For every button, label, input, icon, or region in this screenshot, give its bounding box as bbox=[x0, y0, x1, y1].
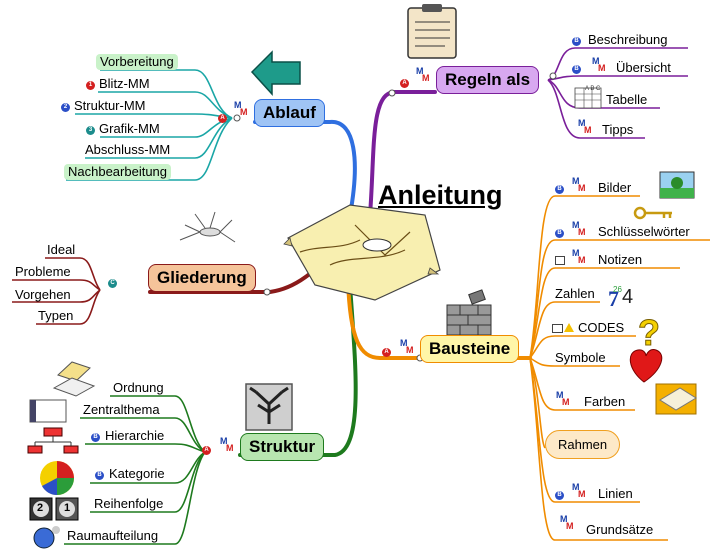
struktur-item[interactable]: Raumaufteilung bbox=[67, 528, 159, 543]
priority-badge: A bbox=[400, 79, 409, 88]
numbers-icon: 7 4 26 bbox=[608, 285, 633, 311]
center-title[interactable]: Anleitung bbox=[378, 180, 503, 210]
node-regeln[interactable]: Regeln als bbox=[436, 66, 540, 94]
struktur-item[interactable]: Reihenfolge bbox=[94, 496, 164, 511]
bausteine-item[interactable]: Notizen bbox=[598, 252, 643, 267]
number-badge: 2 bbox=[61, 103, 70, 112]
priority-badge: C bbox=[108, 279, 117, 288]
bausteine-item[interactable]: CODES bbox=[578, 320, 625, 335]
struktur-item-lines bbox=[64, 395, 206, 545]
regeln-item[interactable]: Beschreibung bbox=[588, 32, 668, 47]
tree-structure-icon bbox=[245, 383, 293, 431]
bausteine-branch-lines bbox=[346, 278, 532, 360]
bausteine-item-lines bbox=[529, 195, 710, 541]
svg-text:26: 26 bbox=[613, 285, 622, 294]
order-icon-2 bbox=[29, 497, 53, 521]
key-icon bbox=[633, 206, 672, 220]
gliederung-item-lines bbox=[12, 257, 101, 325]
priority-badge: A bbox=[202, 446, 211, 455]
ablauf-item[interactable]: Blitz-MM bbox=[99, 76, 150, 91]
svg-text:4: 4 bbox=[622, 286, 633, 308]
globe-icon bbox=[33, 526, 60, 549]
arrow-left-icon bbox=[250, 50, 301, 96]
priority-badge: B bbox=[555, 491, 564, 500]
ablauf-item[interactable]: Nachbearbeitung bbox=[64, 164, 172, 180]
folders-icon bbox=[52, 361, 96, 397]
priority-badge: B bbox=[572, 37, 581, 46]
priority-badge: B bbox=[91, 433, 100, 442]
bausteine-item[interactable]: Schlüsselwörter bbox=[598, 224, 690, 239]
node-gliederung[interactable]: Gliederung bbox=[148, 264, 256, 292]
svg-text:?: ? bbox=[638, 312, 660, 353]
regeln-item[interactable]: Tabelle bbox=[606, 92, 648, 107]
org-chart-icon bbox=[27, 427, 79, 454]
question-mark-icon: ? bbox=[638, 312, 661, 354]
bausteine-item[interactable]: Linien bbox=[598, 486, 633, 501]
struktur-item[interactable]: Zentralthema bbox=[83, 402, 160, 417]
central-map-image bbox=[283, 204, 441, 301]
clipboard-icon bbox=[407, 4, 457, 59]
gliederung-item[interactable]: Vorgehen bbox=[15, 287, 71, 302]
note-icon bbox=[555, 256, 565, 265]
bausteine-item[interactable]: Zahlen bbox=[555, 286, 595, 301]
gliederung-item[interactable]: Probleme bbox=[15, 264, 71, 279]
node-ablauf[interactable]: Ablauf bbox=[254, 99, 325, 127]
priority-badge: B bbox=[555, 229, 564, 238]
order-number-1: 1 bbox=[64, 502, 71, 514]
number-badge: 3 bbox=[86, 126, 95, 135]
window-icon bbox=[29, 399, 67, 423]
ablauf-item[interactable]: Vorbereitung bbox=[96, 54, 178, 70]
regeln-item[interactable]: Übersicht bbox=[616, 60, 671, 75]
ablauf-item[interactable]: Struktur-MM bbox=[74, 98, 146, 113]
regeln-item[interactable]: Tipps bbox=[602, 122, 634, 137]
bausteine-item[interactable]: Grundsätze bbox=[586, 522, 654, 537]
priority-badge: B bbox=[555, 185, 564, 194]
number-badge: 1 bbox=[86, 81, 95, 90]
table-icon bbox=[574, 87, 602, 109]
struktur-item[interactable]: Kategorie bbox=[109, 466, 165, 481]
node-bausteine[interactable]: Bausteine bbox=[420, 335, 520, 363]
priority-badge: A bbox=[382, 348, 391, 357]
bausteine-item[interactable]: Bilder bbox=[598, 180, 632, 195]
node-struktur[interactable]: Struktur bbox=[240, 433, 325, 461]
gliederung-item[interactable]: Ideal bbox=[47, 242, 76, 257]
gliederung-item[interactable]: Typen bbox=[38, 308, 74, 323]
mindmap-sketch-icon bbox=[179, 211, 236, 243]
landscape-image-icon bbox=[659, 171, 695, 199]
ablauf-item[interactable]: Grafik-MM bbox=[99, 121, 160, 136]
heart-icon bbox=[629, 349, 663, 383]
ablauf-item[interactable]: Abschluss-MM bbox=[85, 142, 171, 157]
bausteine-item[interactable]: Farben bbox=[584, 394, 626, 409]
ablauf-branch-lines bbox=[253, 119, 357, 217]
priority-badge: B bbox=[95, 471, 104, 480]
bausteine-item-rahmen[interactable]: Rahmen bbox=[545, 430, 621, 459]
bausteine-item[interactable]: Symbole bbox=[555, 350, 606, 365]
table-icon-text: A B C bbox=[585, 86, 601, 92]
svg-text:7: 7 bbox=[608, 286, 619, 311]
priority-badge: A bbox=[218, 114, 227, 123]
warning-icon bbox=[564, 323, 574, 332]
codes-icon bbox=[552, 324, 563, 333]
order-number-2: 2 bbox=[37, 502, 44, 514]
priority-badge: B bbox=[572, 65, 581, 74]
struktur-item[interactable]: Ordnung bbox=[113, 380, 164, 395]
colors-palette-icon bbox=[655, 383, 697, 415]
struktur-item[interactable]: Hierarchie bbox=[105, 428, 165, 443]
order-icon-1 bbox=[55, 497, 79, 521]
pie-chart-icon bbox=[40, 461, 74, 495]
